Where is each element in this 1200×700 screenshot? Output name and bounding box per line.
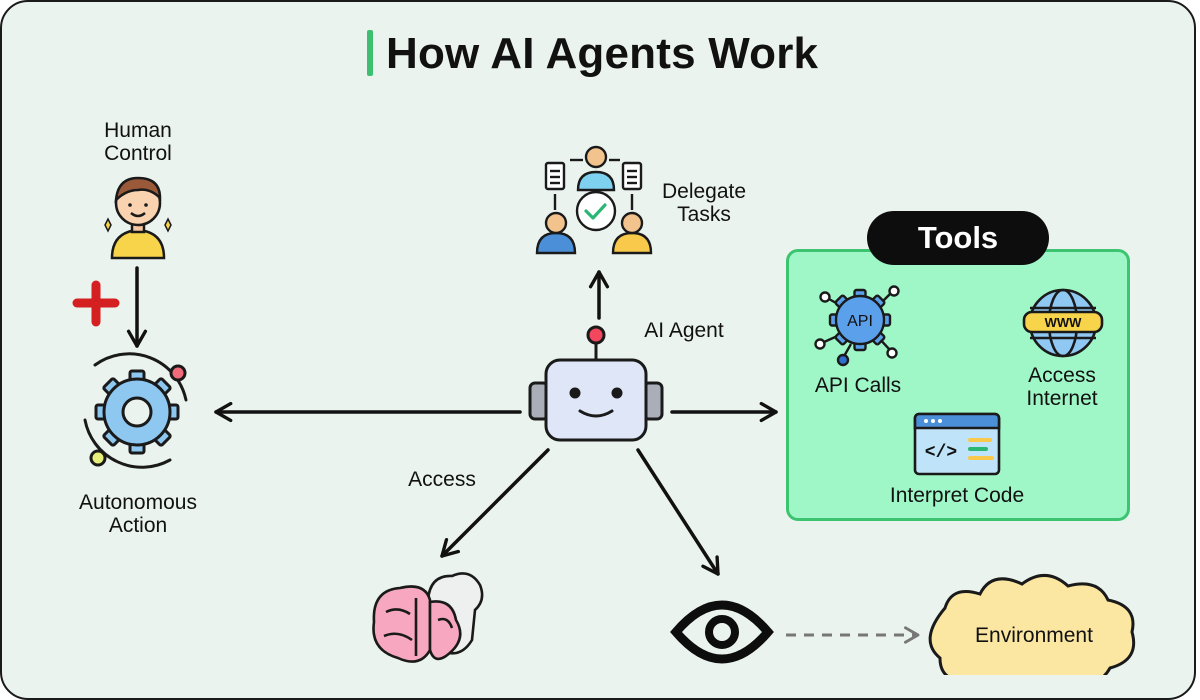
code-window-icon [913, 412, 1001, 476]
tools-heading: Tools [867, 211, 1049, 265]
autonomous-action-label: Autonomous Action [79, 491, 197, 537]
title-accent-bar [367, 30, 373, 76]
diagram-graphics: API WWW </> [72, 145, 1136, 675]
connector-arrows [126, 266, 778, 576]
www-icon-label: WWW [1045, 315, 1083, 330]
human-control-label: Human Control [104, 119, 172, 165]
api-icon-label: API [847, 313, 873, 330]
human-avatar-icon [104, 176, 172, 260]
delegate-tasks-label: Delegate Tasks [661, 180, 747, 226]
diagram-title: How AI Agents Work [386, 29, 819, 78]
gear-icon [83, 352, 188, 469]
brain-icon [372, 572, 484, 663]
code-icon-label: </> [925, 443, 957, 463]
arrow-agent-to-eye [636, 448, 720, 576]
cloud-icon [928, 574, 1136, 675]
eye-icon [670, 600, 774, 664]
globe-icon [1022, 288, 1104, 358]
arrow-agent-to-brain [440, 448, 550, 558]
access-internet-label: Access Internet [1026, 364, 1098, 410]
plus-icon [72, 280, 120, 327]
environment-label: Environment [975, 624, 1093, 647]
interpret-code-label: Interpret Code [889, 484, 1025, 507]
ai-agent-label: AI Agent [644, 319, 724, 342]
api-calls-label: API Calls [814, 374, 902, 397]
access-label: Access [408, 468, 476, 491]
api-gear-icon [814, 285, 900, 367]
robot-icon [528, 325, 664, 442]
delegate-tasks-icon [535, 145, 653, 255]
